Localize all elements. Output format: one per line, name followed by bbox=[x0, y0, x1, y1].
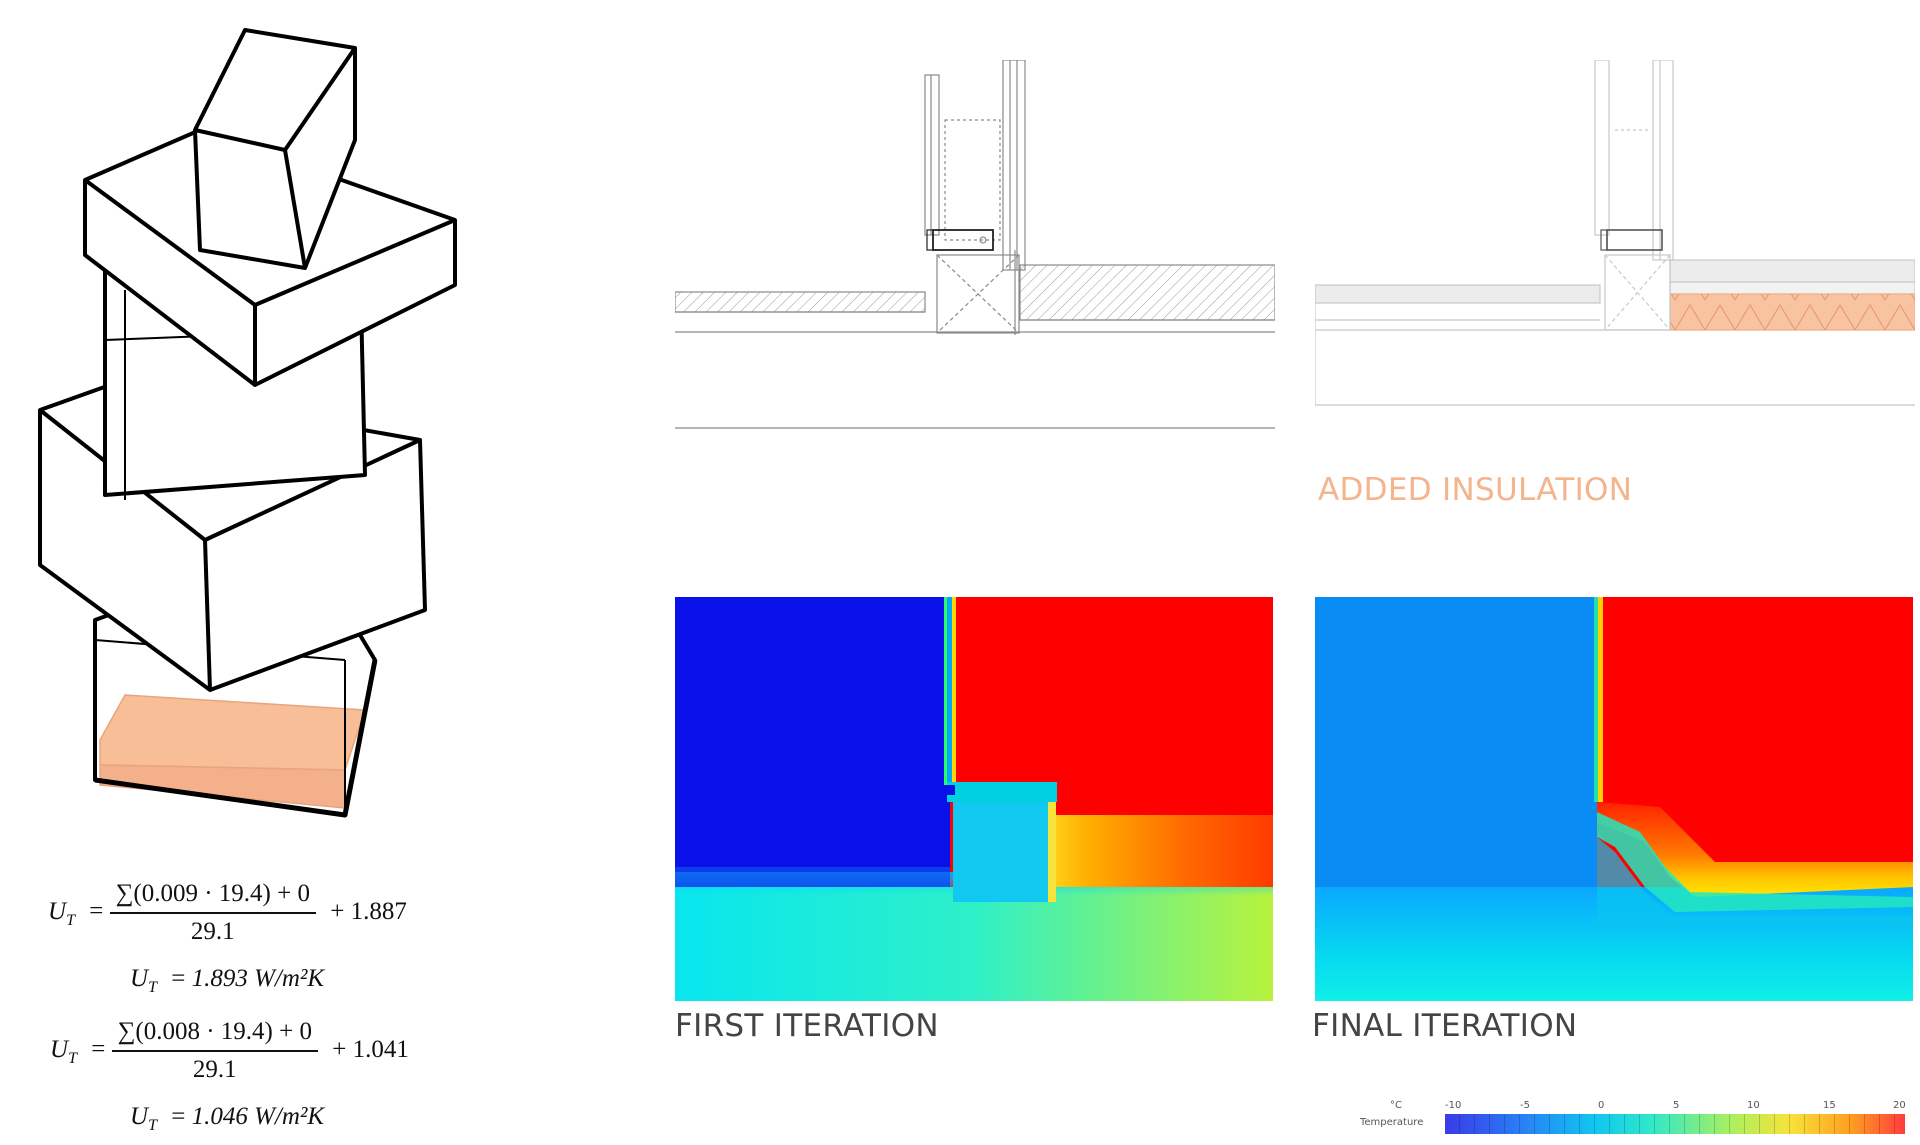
first-iteration-caption: FIRST ITERATION bbox=[675, 1008, 939, 1044]
formula-4: UT = 1.046 W/m²K bbox=[130, 1103, 325, 1134]
formula-numerator: ∑(0.009 · 19.4) + 0 bbox=[109, 880, 316, 914]
formula-result: 1.893 W/m²K bbox=[191, 965, 325, 992]
formula-lhs: UT bbox=[50, 1035, 77, 1067]
formula-2: UT = 1.893 W/m²K bbox=[130, 965, 325, 996]
insulation-slab bbox=[99, 694, 366, 771]
legend-label: Temperature bbox=[1360, 1117, 1424, 1128]
thermal-map-first bbox=[675, 597, 1273, 1001]
legend-tick: 5 bbox=[1673, 1100, 1680, 1111]
formula-fraction: ∑(0.009 · 19.4) + 0 29.1 bbox=[109, 880, 316, 946]
added-insulation-caption: ADDED INSULATION bbox=[1318, 472, 1633, 508]
legend-tick: 20 bbox=[1893, 1100, 1906, 1111]
formula-1: UT = ∑(0.009 · 19.4) + 0 29.1 + 1.887 bbox=[48, 880, 407, 946]
legend-unit: °C bbox=[1390, 1100, 1402, 1111]
formula-plus-term: + 1.887 bbox=[330, 897, 407, 925]
legend-tick: -10 bbox=[1445, 1100, 1462, 1111]
formula-denominator: 29.1 bbox=[192, 1056, 237, 1083]
stacked-boxes-diagram bbox=[38, 28, 457, 818]
temperature-legend: °C Temperature -10 -5 0 5 10 15 20 bbox=[1355, 1100, 1915, 1140]
legend-tick: -5 bbox=[1520, 1100, 1530, 1111]
formula-lhs: UT bbox=[48, 897, 75, 929]
legend-tick: 15 bbox=[1823, 1100, 1836, 1111]
legend-colorbar bbox=[1445, 1114, 1905, 1134]
final-iteration-caption: FINAL ITERATION bbox=[1312, 1008, 1578, 1044]
formula-result: 1.046 W/m²K bbox=[191, 1103, 325, 1130]
formula-plus-term: + 1.041 bbox=[332, 1035, 409, 1063]
formula-lhs: UT bbox=[130, 1103, 157, 1134]
formula-numerator: ∑(0.008 · 19.4) + 0 bbox=[111, 1018, 318, 1052]
thermal-map-final bbox=[1315, 597, 1913, 1001]
formula-lhs: UT bbox=[130, 965, 157, 996]
section-drawing-first bbox=[675, 60, 1275, 429]
legend-tick: 0 bbox=[1598, 1100, 1605, 1111]
formula-denominator: 29.1 bbox=[190, 918, 235, 945]
section-drawing-final bbox=[1315, 60, 1915, 406]
formula-3: UT = ∑(0.008 · 19.4) + 0 29.1 + 1.041 bbox=[50, 1018, 409, 1084]
formula-fraction: ∑(0.008 · 19.4) + 0 29.1 bbox=[111, 1018, 318, 1084]
legend-tick: 10 bbox=[1747, 1100, 1760, 1111]
legend-colorbar-ticks bbox=[1445, 1114, 1905, 1134]
